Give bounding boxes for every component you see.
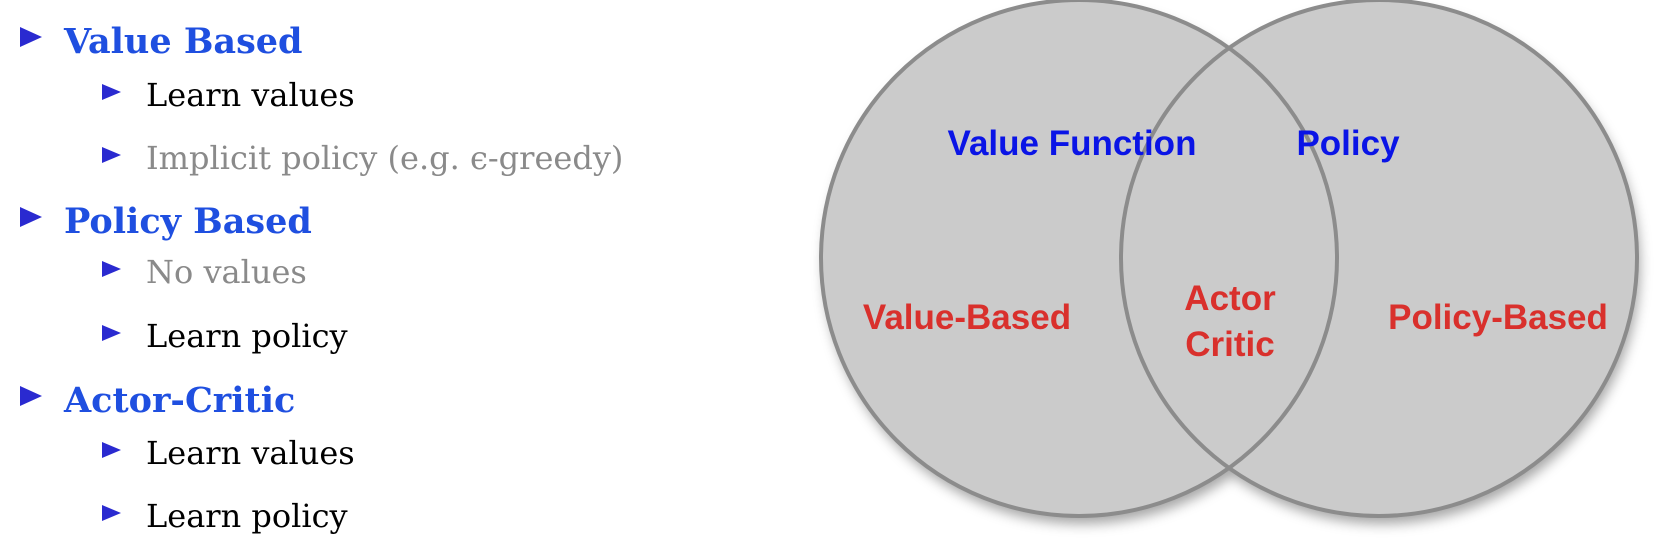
bullet-triangle-icon — [20, 27, 42, 47]
value-function-circle-outline — [819, 0, 1339, 518]
value-function-label: Value Function — [948, 124, 1197, 163]
value-based-region-label: Value-Based — [863, 298, 1071, 337]
actor-critic-region-label-line1: Actor — [1184, 279, 1276, 318]
sub-bullet-text: Learn policy — [146, 497, 348, 535]
sub-bullet-triangle-icon — [102, 325, 121, 341]
venn-diagram: Value Function Policy Value-Based Actor … — [780, 0, 1658, 544]
bullet-triangle-icon — [20, 386, 42, 406]
bullet-list: Value Based Learn values Implicit policy… — [0, 0, 780, 544]
sub-bullet-triangle-icon — [102, 261, 121, 277]
sub-bullet-text: Implicit policy (e.g. ϵ-greedy) — [146, 139, 624, 177]
bullet-triangle-icon — [20, 207, 42, 227]
venn-svg: Value Function Policy Value-Based Actor … — [819, 0, 1639, 518]
policy-circle — [1121, 0, 1637, 516]
sub-bullet-triangle-icon — [102, 505, 121, 521]
sub-bullet-text: Learn policy — [146, 317, 348, 355]
policy-circle-outline — [1119, 0, 1639, 518]
sub-bullet-triangle-icon — [102, 147, 121, 163]
sub-bullet-triangle-icon — [102, 442, 121, 458]
bullet-heading: Actor-Critic — [64, 380, 296, 421]
policy-label: Policy — [1296, 124, 1400, 163]
policy-based-region-label: Policy-Based — [1388, 298, 1608, 337]
bullet-heading: Policy Based — [64, 201, 312, 242]
actor-critic-region-label-line2: Critic — [1185, 325, 1274, 364]
sub-bullet-text: Learn values — [146, 434, 355, 472]
sub-bullet-text: Learn values — [146, 76, 355, 114]
bullet-heading: Value Based — [64, 21, 303, 62]
sub-bullet-text: No values — [146, 253, 307, 291]
venn-circles — [821, 0, 1637, 516]
sub-bullet-triangle-icon — [102, 84, 121, 100]
